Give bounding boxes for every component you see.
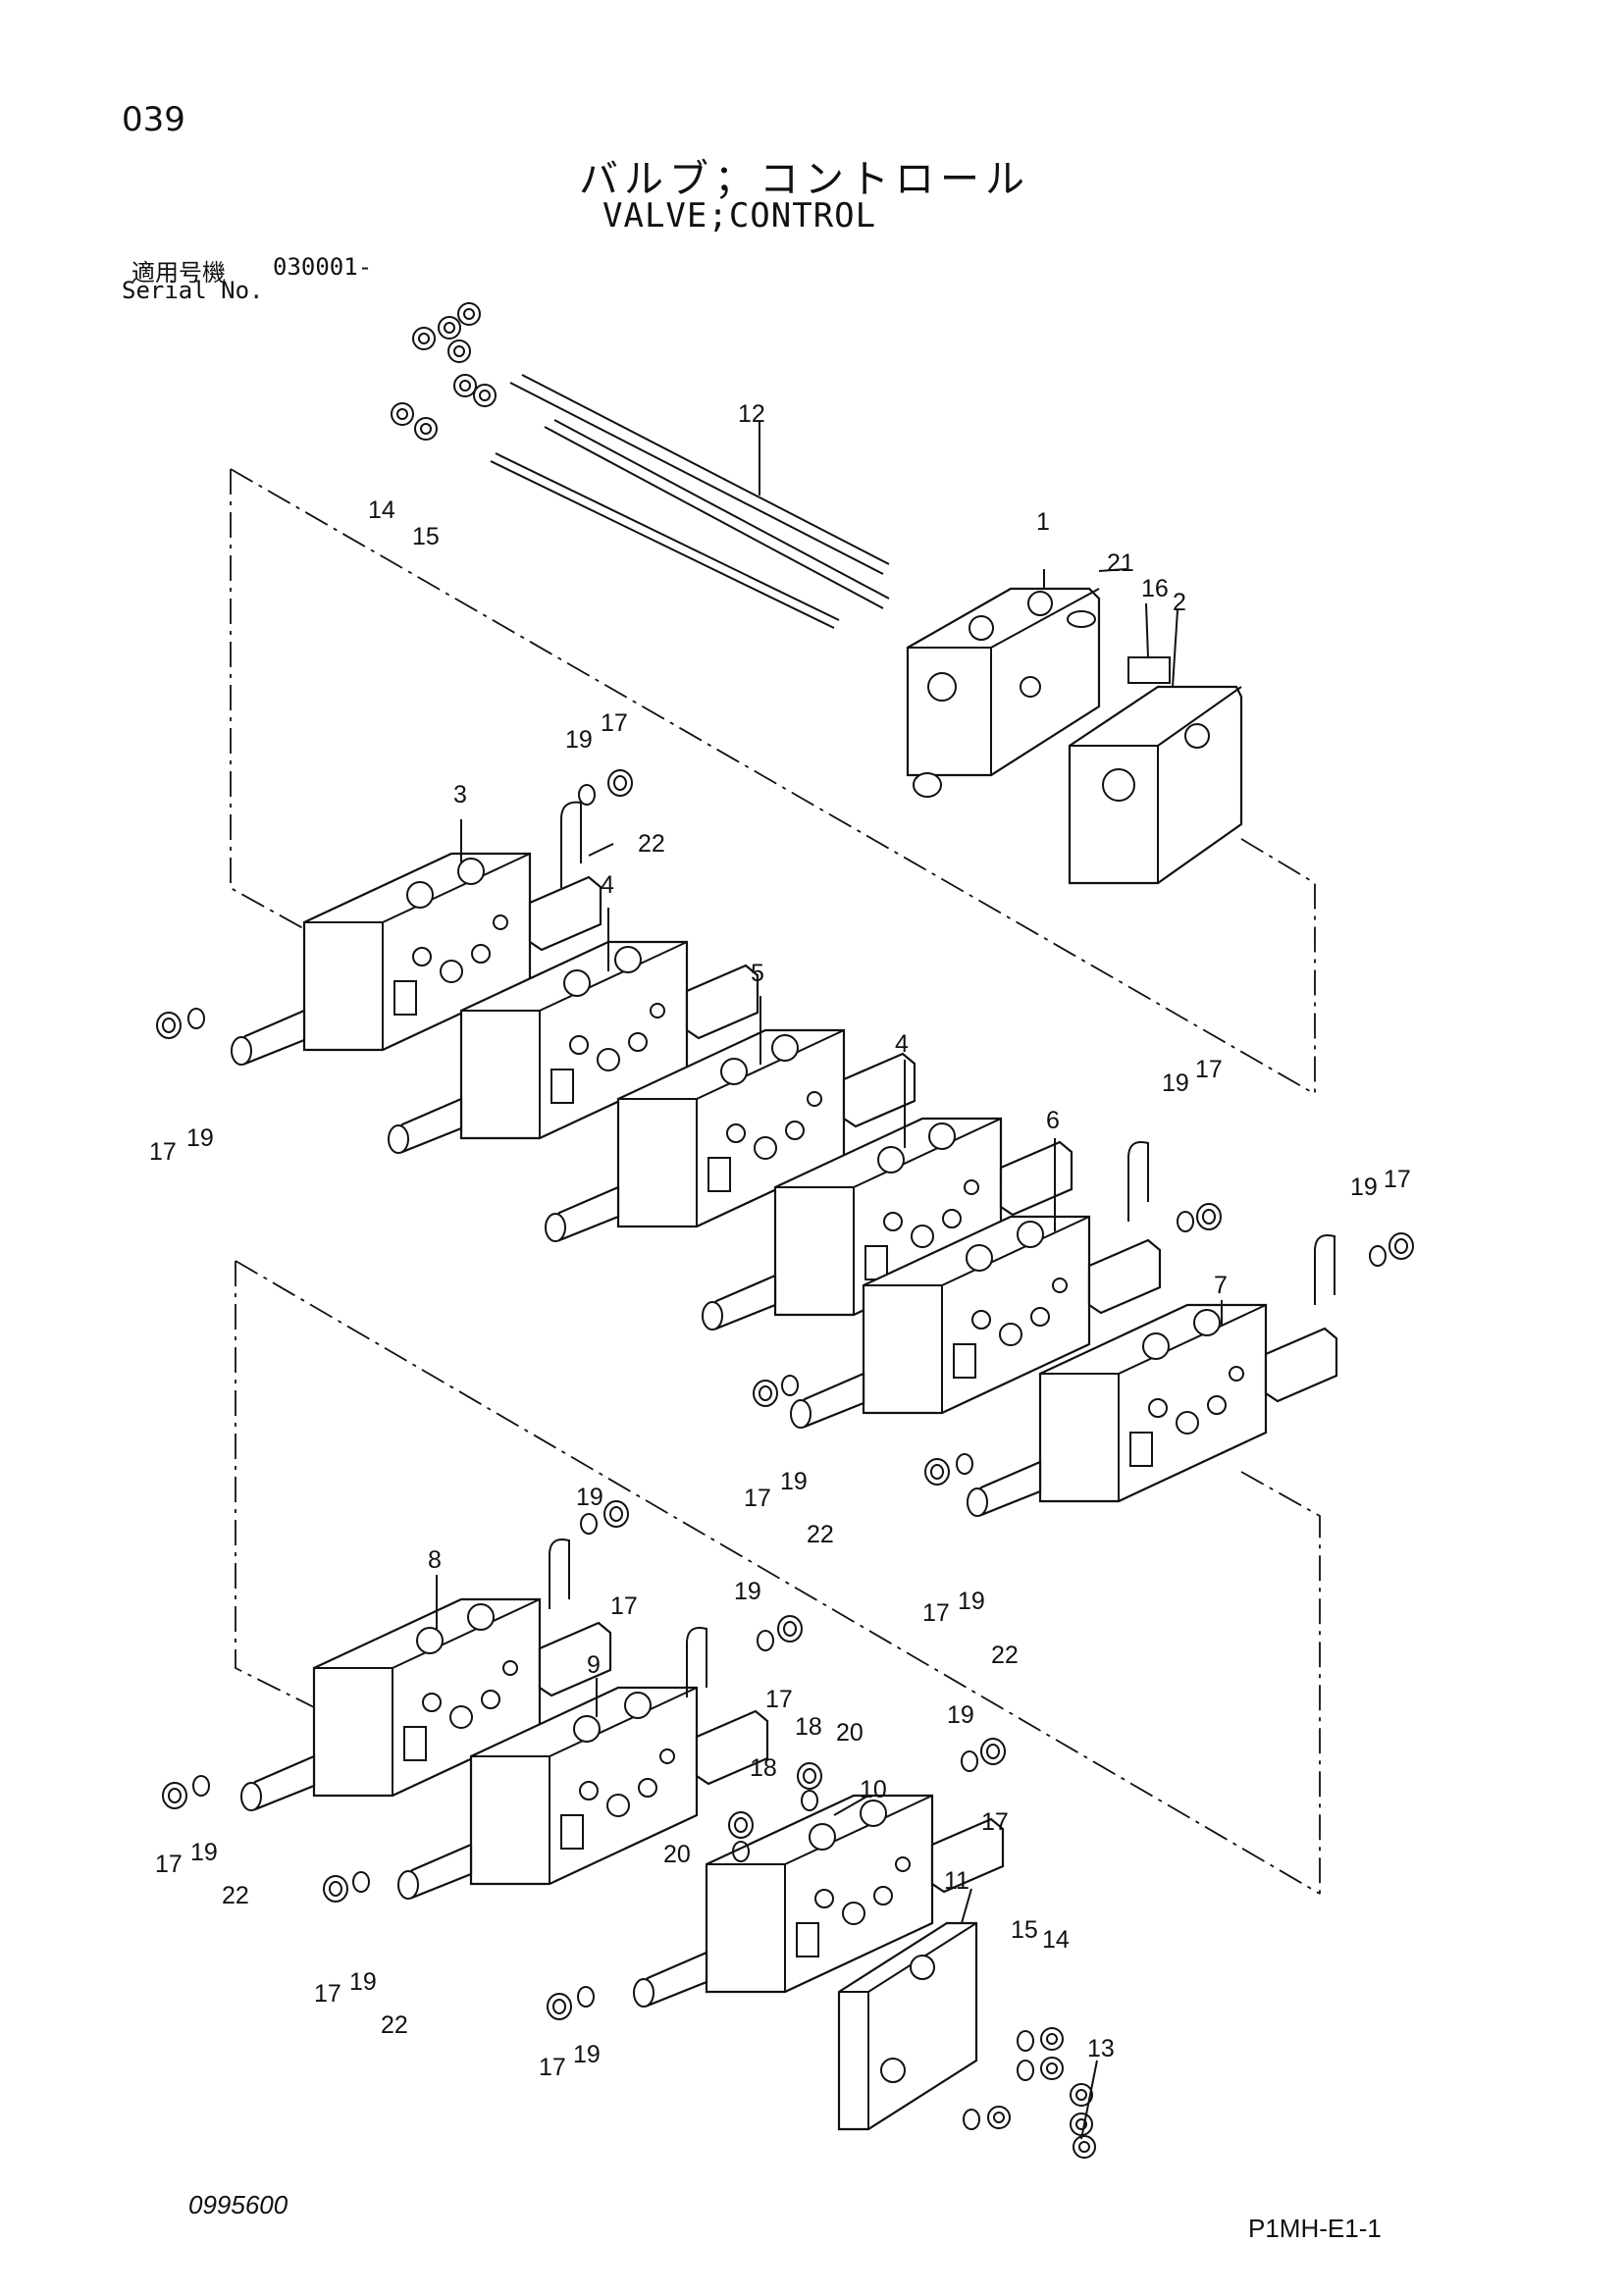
callout-19f: 19: [958, 1588, 985, 1615]
callout-13: 13: [1087, 2035, 1115, 2062]
serial-label-japanese: 適用号機: [131, 259, 226, 287]
callout-4a: 4: [601, 871, 614, 899]
callout-22d: 22: [222, 1882, 249, 1909]
callout-19g: 19: [576, 1484, 603, 1511]
callout-2: 2: [1173, 589, 1186, 616]
callout-9: 9: [587, 1651, 601, 1679]
callout-14b: 14: [1042, 1926, 1070, 1954]
callout-19j: 19: [190, 1839, 218, 1866]
callout-17l: 17: [539, 2054, 566, 2081]
assembly-guide-lines: [230, 468, 1321, 1895]
leader-lines: [436, 422, 1223, 2140]
callout-18a: 18: [795, 1713, 822, 1741]
callout-3: 3: [453, 781, 467, 809]
nameplate: [1127, 656, 1171, 684]
callout-19d: 19: [1350, 1174, 1378, 1201]
callout-17i: 17: [981, 1808, 1009, 1836]
callout-17a: 17: [601, 709, 628, 737]
nuts-top: [391, 302, 497, 441]
serial-value: 030001-: [273, 253, 373, 281]
inlet-section: [906, 587, 1243, 885]
title-japanese: バルブ；コントロール: [579, 157, 1030, 202]
callout-19h: 19: [734, 1578, 761, 1605]
callout-4b: 4: [895, 1030, 909, 1058]
callout-17e: 17: [744, 1485, 771, 1512]
callout-22b: 22: [807, 1521, 834, 1548]
pilot-hoses: [549, 801, 1335, 1697]
callout-8: 8: [428, 1546, 442, 1574]
callout-11: 11: [944, 1867, 969, 1895]
callout-17c: 17: [1195, 1056, 1223, 1083]
page-number: 039: [122, 100, 185, 139]
document-code: 0995600: [188, 2190, 288, 2219]
callout-1: 1: [1036, 508, 1050, 536]
callout-15b: 15: [1011, 1916, 1038, 1944]
callout-19b: 19: [186, 1124, 214, 1152]
reference-code: P1MH-E1-1: [1248, 2214, 1382, 2243]
callout-22e: 22: [381, 2011, 408, 2039]
callout-10: 10: [860, 1776, 887, 1803]
callout-22c: 22: [991, 1642, 1019, 1669]
callout-14-top: 14: [368, 496, 395, 524]
callout-17j: 17: [155, 1851, 183, 1878]
callout-20b: 20: [663, 1841, 691, 1868]
callout-6: 6: [1046, 1107, 1060, 1134]
callout-19i: 19: [947, 1701, 974, 1729]
callout-19k: 19: [349, 1968, 377, 1996]
callout-17f: 17: [922, 1599, 950, 1627]
title-english: VALVE;CONTROL: [602, 196, 877, 235]
serial-label-english: Serial No.: [122, 277, 264, 304]
callout-17h: 17: [765, 1686, 793, 1713]
callout-17k: 17: [314, 1980, 341, 2008]
callout-15-top: 15: [412, 523, 440, 550]
callout-17d: 17: [1384, 1166, 1411, 1193]
callout-12: 12: [738, 400, 765, 428]
callout-17b: 17: [149, 1138, 177, 1166]
callout-20a: 20: [836, 1719, 864, 1747]
callout-17g: 17: [610, 1592, 638, 1620]
callout-19e: 19: [780, 1468, 808, 1495]
end-plate: [837, 1921, 978, 2131]
callout-7: 7: [1214, 1272, 1228, 1299]
callout-21: 21: [1107, 549, 1134, 577]
callout-18b: 18: [750, 1754, 777, 1782]
callout-19l: 19: [573, 2041, 601, 2068]
callout-labels: 12 1 21 16 2 14 15 19 17 3 22 4 5 4 17 1…: [149, 400, 1411, 2081]
callout-19c: 19: [1162, 1070, 1189, 1097]
callout-5: 5: [751, 960, 764, 987]
callout-22a: 22: [638, 830, 665, 858]
tie-rods: [490, 374, 890, 629]
callout-19a: 19: [565, 726, 593, 754]
callout-16: 16: [1141, 575, 1169, 602]
